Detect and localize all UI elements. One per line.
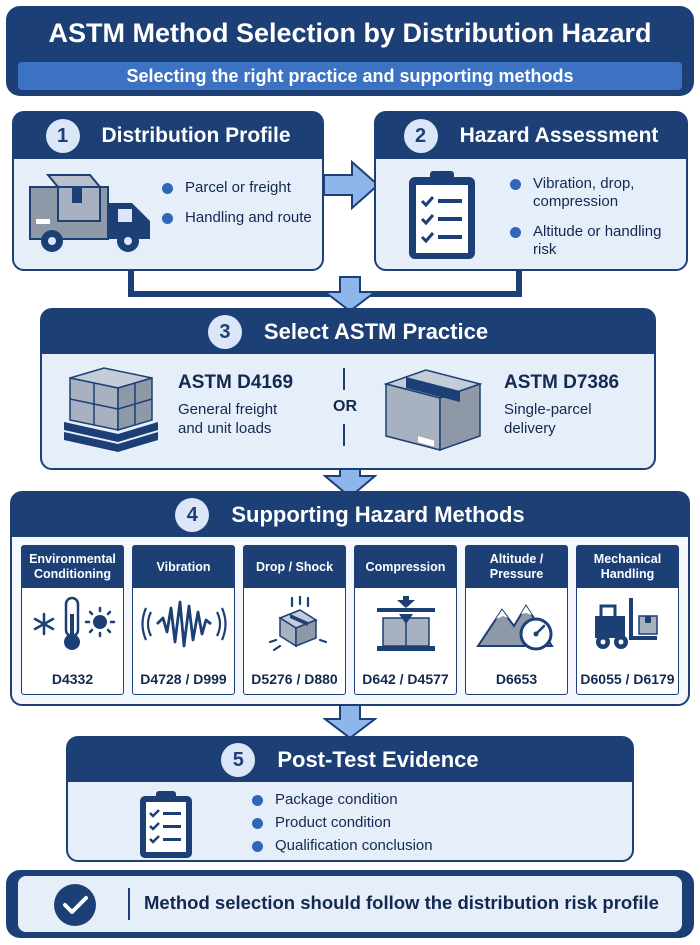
page-title: ASTM Method Selection by Distribution Ha… — [48, 18, 652, 48]
parcel-box-icon — [383, 369, 483, 452]
method-label: Compression — [355, 546, 456, 588]
list-item: Vibration, drop, compression — [510, 175, 686, 211]
clipboard-checklist-icon — [140, 791, 192, 858]
method-code: D4728 / D999 — [140, 671, 227, 687]
vibration-wave-icon — [140, 600, 227, 648]
title-banner: ASTM Method Selection by Distribution Ha… — [6, 6, 694, 96]
method-card-environmental-conditioning: Environmental Conditioning D4332 — [21, 545, 124, 695]
step-title: Select ASTM Practice — [263, 319, 489, 344]
footer-message: Method selection should follow the distr… — [144, 892, 659, 913]
right-arrow-icon — [323, 160, 380, 210]
method-label: Environmental Conditioning — [22, 546, 123, 588]
practice-description: General freight and unit loads — [178, 401, 278, 437]
method-card-compression: Compression D642 / D4577 — [354, 545, 457, 695]
step-5-post-test-evidence: 5 Post-Test Evidence Package condition P… — [66, 736, 634, 862]
method-code: D5276 / D880 — [251, 671, 338, 687]
compression-press-icon — [376, 596, 435, 651]
footer-banner: Method selection should follow the distr… — [6, 870, 694, 938]
practice-description: Single-parcel delivery — [504, 401, 592, 437]
method-card-altitude-pressure: Altitude / Pressure D6653 — [465, 545, 568, 695]
step-title: Distribution Profile — [101, 124, 291, 147]
delivery-truck-icon — [29, 174, 150, 252]
practice-code: ASTM D7386 — [504, 372, 620, 393]
step-number: 5 — [221, 743, 256, 777]
connector-line — [128, 291, 522, 297]
method-card-mechanical-handling: Mechanical Handling D6055 / D6179 — [576, 545, 679, 695]
list-item: Product condition — [252, 814, 512, 832]
method-label: Drop / Shock — [244, 546, 345, 588]
step-title: Hazard Assessment — [459, 124, 659, 147]
step-number: 4 — [175, 498, 210, 532]
method-code: D4332 — [51, 671, 94, 687]
list-item: Handling and route — [162, 209, 322, 227]
list-item: Parcel or freight — [162, 179, 322, 197]
method-card-vibration: Vibration D4728 / D999 — [132, 545, 235, 695]
method-label: Altitude / Pressure — [466, 546, 567, 588]
step-number: 2 — [403, 119, 438, 153]
method-code: D6653 — [495, 671, 538, 687]
or-label: OR — [333, 398, 357, 415]
step-title: Post-Test Evidence — [277, 747, 479, 772]
practice-code: ASTM D4169 — [178, 372, 294, 393]
step-number: 3 — [207, 315, 242, 349]
method-card-drop-shock: Drop / Shock D5276 / D880 — [243, 545, 346, 695]
pallet-boxes-icon — [64, 367, 158, 452]
thermometer-icon — [33, 596, 115, 650]
down-arrow-icon — [323, 703, 377, 739]
step-3-select-practice: 3 Select ASTM Practice ASTM D4169 Genera… — [40, 308, 656, 470]
page-subtitle: Selecting the right practice and support… — [18, 62, 682, 90]
list-item: Package condition — [252, 791, 512, 809]
method-label: Mechanical Handling — [577, 546, 678, 588]
connector-line — [128, 265, 134, 297]
checkmark-circle-icon — [54, 884, 96, 926]
list-item: Qualification conclusion — [252, 837, 512, 855]
step-number: 1 — [45, 119, 80, 153]
method-code: D6055 / D6179 — [580, 671, 675, 687]
step-title: Supporting Hazard Methods — [231, 502, 525, 527]
connector-line — [516, 265, 522, 297]
step-2-hazard-assessment: 2 Hazard Assessment Vibration, drop, com… — [374, 111, 688, 271]
clipboard-checklist-icon — [409, 171, 475, 259]
dropping-box-icon — [268, 596, 327, 652]
list-item: Altitude or handling risk — [510, 223, 686, 259]
method-label: Vibration — [133, 546, 234, 588]
step-1-distribution-profile: 1 Distribution Profile Parcel or freight… — [12, 111, 324, 271]
method-code: D642 / D4577 — [362, 671, 449, 687]
down-arrow-icon — [323, 276, 377, 312]
forklift-icon — [594, 598, 658, 649]
mountain-gauge-icon — [475, 604, 554, 651]
